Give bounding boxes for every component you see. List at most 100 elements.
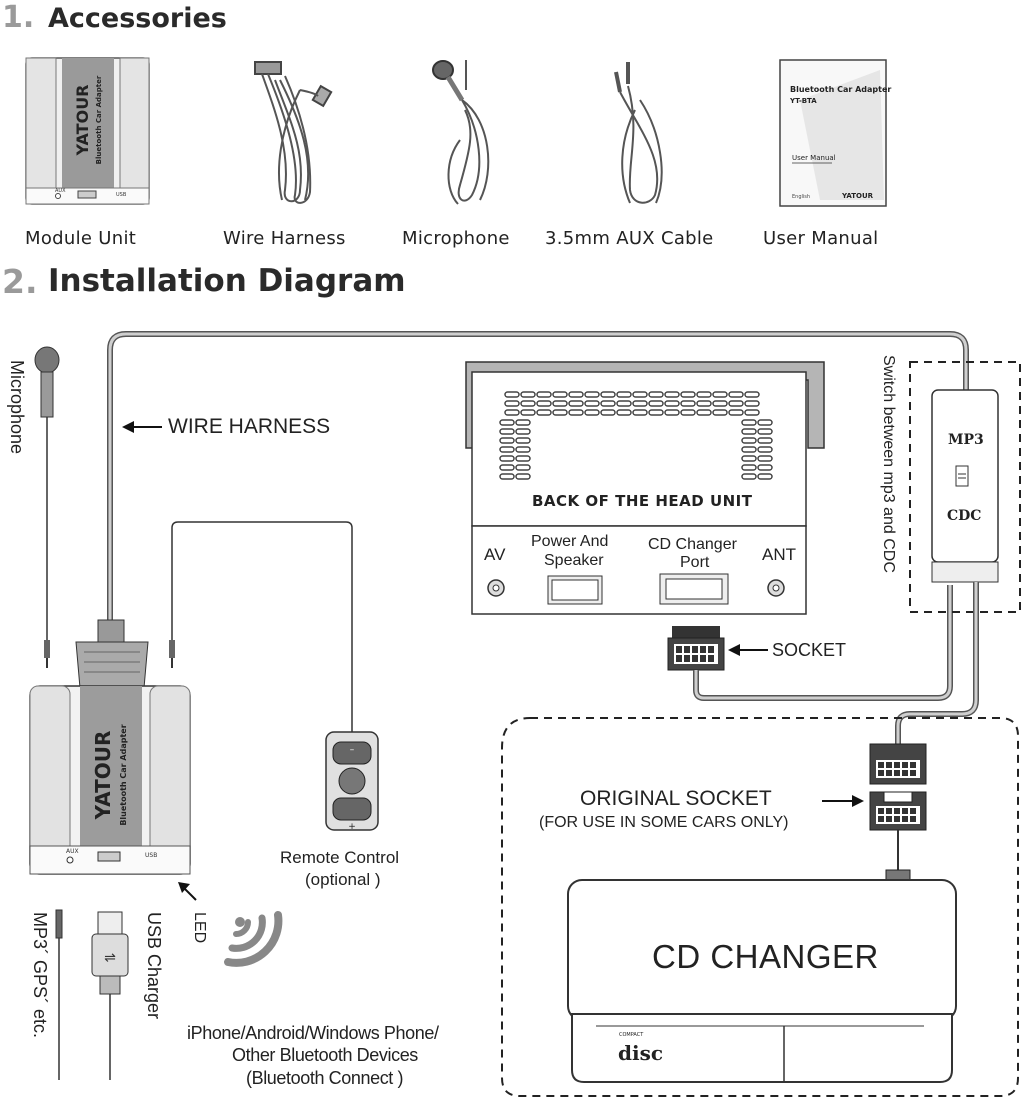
socket-arrow [728,644,768,656]
vent-slot [728,409,744,416]
switch-to-cd-cables [895,582,979,745]
original-socket-label: ORIGINAL SOCKET [580,787,772,810]
diagram-module-subtitle: Bluetooth Car Adapter [119,724,128,825]
vent-slot [757,455,773,462]
switch-module [931,389,999,583]
switch-label: Switch between mp3 and CDC [880,355,897,573]
manual-language-text: English [792,194,810,200]
section1-title: Accessories [48,3,227,34]
vent-slot [757,446,773,453]
vent-slot [757,437,773,444]
vent-slot [741,446,757,453]
vent-slot [648,391,664,398]
bluetooth-devices-label-3: (Bluetooth Connect ) [246,1068,404,1088]
wire-harness-image [254,61,333,204]
manual-model-text: YT-BTA [789,97,817,105]
vent-slot [520,391,536,398]
head-unit-label: BACK OF THE HEAD UNIT [532,492,753,510]
diagram-module-brand: YATOUR [91,731,115,821]
accessory-label-microphone: Microphone [402,228,510,249]
vent-slot [616,400,632,407]
vent-slot [515,455,531,462]
vent-slot [741,419,757,426]
vent-slot [664,400,680,407]
cd-changer: COMPACT disc [567,879,957,1083]
aux-cable-image [614,62,663,204]
vent-slot [536,391,552,398]
vent-slot [664,409,680,416]
vent-slot [515,419,531,426]
vent-slot [632,391,648,398]
remote-cable [169,521,353,732]
vent-slot [696,391,712,398]
disc-logo-small: COMPACT [619,1032,644,1038]
vent-slot [680,409,696,416]
vent-slot [552,391,568,398]
aux-plug [55,909,63,1080]
module-aux-text: AUX [55,188,66,194]
power-speaker-label-2: Speaker [544,552,604,569]
module-unit-image: YATOUR Bluetooth Car Adapter AUX USB [25,57,150,205]
section2-number: 2. [2,262,38,301]
vent-slot [515,464,531,471]
vent-slot [741,437,757,444]
vent-slot [757,428,773,435]
vent-slot [515,428,531,435]
cd-changer-dashed-box [501,717,1019,1097]
mp3-gps-label: MP3´ GPS´ etc. [30,912,50,1039]
vent-slot [664,391,680,398]
vent-slot [712,400,728,407]
cd-changer-label: CD CHANGER [652,938,879,975]
cd-port-label-1: CD Changer [648,536,737,553]
vent-slot [552,409,568,416]
microphone-image [432,60,490,205]
vent-slot [499,419,515,426]
vent-slot [632,409,648,416]
switch-cdc-label: CDC [947,508,982,524]
module-usb-text: USB [116,192,127,198]
vent-slot [568,400,584,407]
vent-slot [757,464,773,471]
vent-slot [515,473,531,480]
original-socket-note: (FOR USE IN SOME CARS ONLY) [539,814,789,831]
vent-slot [632,400,648,407]
vent-slot [616,391,632,398]
accessory-label-module-unit: Module Unit [25,228,137,249]
vent-slot [504,400,520,407]
socket-plug [667,585,953,701]
switch-box-dashed [909,361,1021,613]
vent-slot [536,400,552,407]
vent-slot [499,473,515,480]
vent-slot [712,391,728,398]
vent-slot [515,437,531,444]
vent-slot [728,400,744,407]
vent-slot [648,409,664,416]
diagram-module-unit: YATOUR Bluetooth Car Adapter AUX USB [29,619,191,875]
svg-text:⇌: ⇌ [104,950,116,966]
wire-harness-label: WIRE HARNESS [168,415,331,438]
usb-charger-label: USB Charger [144,912,164,1020]
original-socket-arrow [822,795,864,807]
vent-slot [600,400,616,407]
vent-slot [499,455,515,462]
vent-slot [568,409,584,416]
remote-label-2: (optional ) [305,870,381,889]
remote-control-device: – + [325,731,379,832]
vent-slot [504,409,520,416]
vent-slot [584,400,600,407]
accessory-label-wire-harness: Wire Harness [223,228,346,249]
vent-slot [648,400,664,407]
module-subtitle-text: Bluetooth Car Adapter [95,75,103,164]
wire-harness-arrow [122,421,162,433]
vent-slot [680,400,696,407]
vent-slot [696,400,712,407]
led-label: LED [191,912,208,944]
bluetooth-devices-label-1: iPhone/Android/Windows Phone/ [187,1023,439,1043]
section1-number: 1. [2,0,35,35]
vent-slot [568,391,584,398]
original-socket-plugs [869,743,927,883]
vent-slot [536,409,552,416]
manual-title-text: Bluetooth Car Adapter [790,85,891,94]
vent-slot [757,473,773,480]
